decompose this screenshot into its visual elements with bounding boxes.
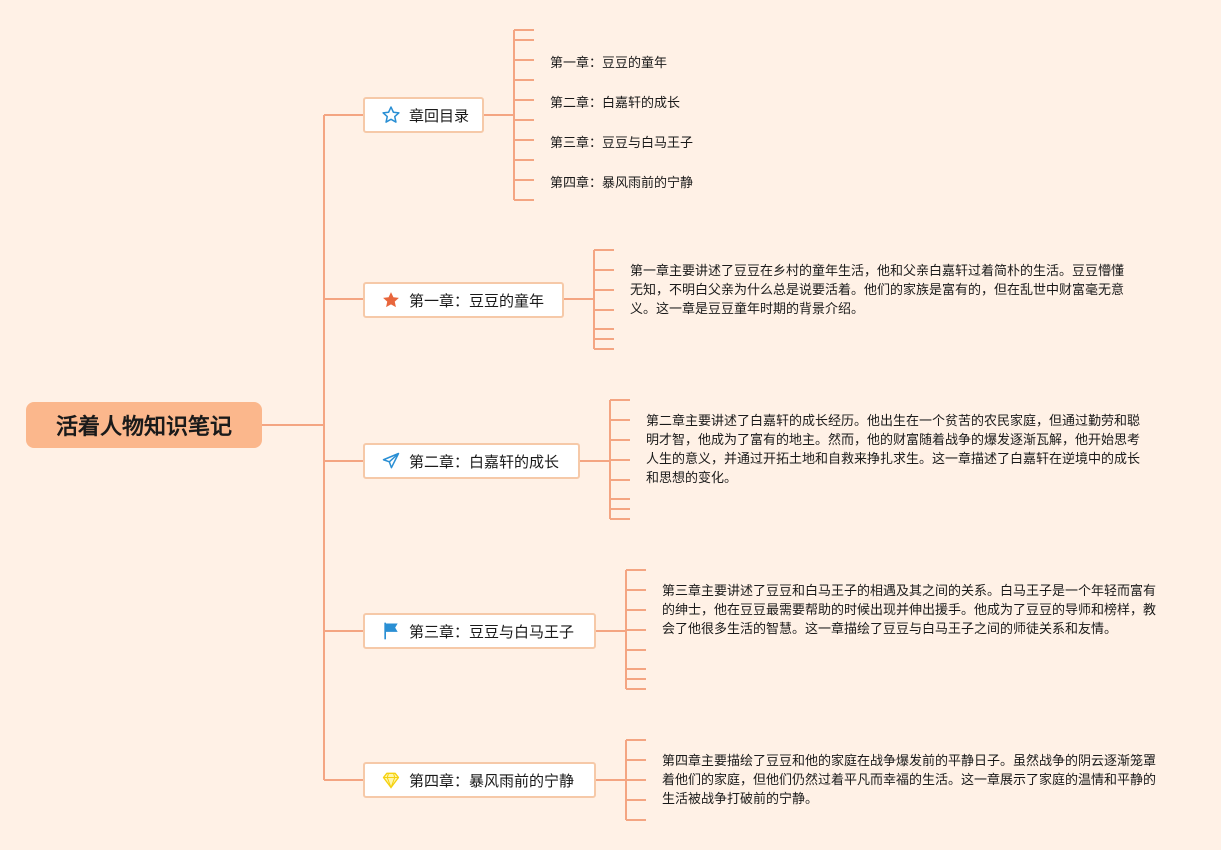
branch-label: 第三章：豆豆与白马王子 — [409, 622, 575, 641]
toc-item-1[interactable]: 第一章：豆豆的童年 — [550, 56, 668, 71]
branch-label: 第四章：暴风雨前的宁静 — [409, 771, 575, 790]
star-filled-icon — [381, 290, 401, 310]
branch-label: 第二章：白嘉轩的成长 — [409, 452, 560, 471]
chapter-3-summary: 第三章主要讲述了豆豆和白马王子的相遇及其之间的关系。白马王子是一个年轻而富有的绅… — [662, 584, 1157, 637]
diamond-icon — [381, 770, 401, 790]
chapter-1-summary: 第一章主要讲述了豆豆在乡村的童年生活，他和父亲白嘉轩过着简朴的生活。豆豆懵懂无知… — [630, 264, 1125, 317]
branch-node-chapter-1[interactable]: 第一章：豆豆的童年 — [363, 282, 564, 318]
root-title: 活着人物知识笔记 — [55, 415, 232, 440]
paper-plane-icon — [381, 451, 401, 471]
chapter-4-summary: 第四章主要描绘了豆豆和他的家庭在战争爆发前的平静日子。虽然战争的阴云逐渐笼罩着他… — [662, 754, 1157, 807]
branch-node-chapter-2[interactable]: 第二章：白嘉轩的成长 — [363, 443, 580, 479]
chapter-2-summary: 第二章主要讲述了白嘉轩的成长经历。他出生在一个贫苦的农民家庭，但通过勤劳和聪明才… — [646, 414, 1141, 486]
branch-label: 第一章：豆豆的童年 — [409, 291, 545, 310]
root-node[interactable]: 活着人物知识笔记 — [26, 402, 262, 448]
branch-node-chapter-4[interactable]: 第四章：暴风雨前的宁静 — [363, 762, 596, 798]
branch-node-toc[interactable]: 章回目录 — [363, 97, 484, 133]
toc-item-3[interactable]: 第三章：豆豆与白马王子 — [550, 136, 694, 151]
toc-item-2[interactable]: 第二章：白嘉轩的成长 — [550, 96, 681, 111]
branch-label: 章回目录 — [409, 106, 470, 125]
star-outline-icon — [381, 105, 401, 125]
branch-node-chapter-3[interactable]: 第三章：豆豆与白马王子 — [363, 613, 596, 649]
toc-item-4[interactable]: 第四章：暴风雨前的宁静 — [550, 176, 694, 191]
flag-icon — [381, 621, 401, 641]
